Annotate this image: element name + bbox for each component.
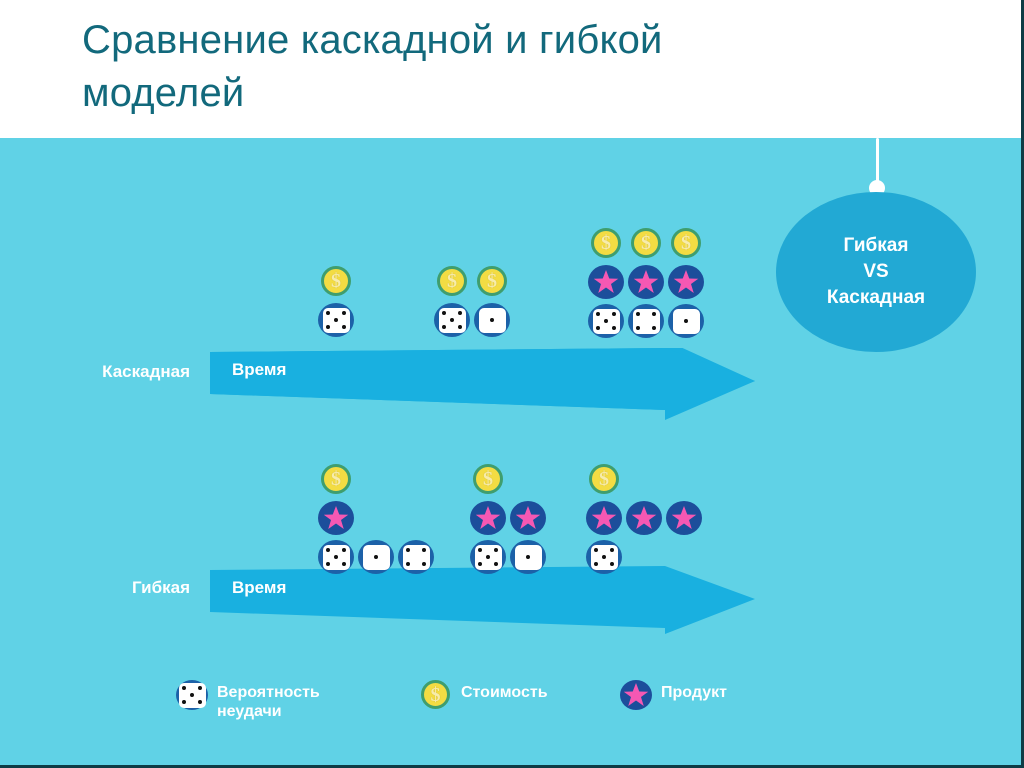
coin-icon <box>666 224 704 262</box>
dice-icon <box>666 302 704 340</box>
icon-group-waterfall-3 <box>586 224 704 340</box>
coin-icon <box>586 224 624 262</box>
time-arrow-agile: Время <box>210 566 755 638</box>
icon-row <box>586 302 704 340</box>
legend-item-failure-probability: Вероятность неудачи <box>176 680 320 721</box>
time-arrow-shape <box>210 566 755 634</box>
dice-icon <box>316 538 354 576</box>
star-icon <box>626 263 664 301</box>
vs-badge-line1: Гибкая <box>843 234 909 256</box>
legend: Вероятность неудачи Стоимость Продукт <box>0 672 1021 742</box>
icon-row <box>584 538 702 576</box>
coin-icon <box>626 224 664 262</box>
star-icon <box>664 499 702 537</box>
icon-group-agile-1 <box>316 460 434 576</box>
coin-icon <box>468 460 506 498</box>
page-title: Сравнение каскадной и гибкой моделей <box>82 18 663 115</box>
time-arrow-label-agile: Время <box>232 578 287 597</box>
dice-icon <box>626 302 664 340</box>
dice-icon <box>586 302 624 340</box>
dice-icon <box>584 538 622 576</box>
time-arrow-label-waterfall: Время <box>232 360 287 379</box>
icon-row <box>316 262 354 300</box>
vs-badge-line2: VS <box>863 260 889 282</box>
legend-label: Продукт <box>661 684 727 701</box>
dice-icon <box>396 538 434 576</box>
star-icon <box>620 680 652 710</box>
icon-row <box>316 538 434 576</box>
dice-icon <box>472 301 510 339</box>
coin-icon <box>432 262 470 300</box>
star-icon <box>624 499 662 537</box>
icon-row <box>468 460 546 498</box>
title-band: Сравнение каскадной и гибкой моделей <box>0 0 1021 138</box>
vs-badge-line3: Каскадная <box>826 287 926 309</box>
icon-group-waterfall-2 <box>432 262 510 339</box>
dice-icon <box>468 538 506 576</box>
dice-icon <box>356 538 394 576</box>
star-icon <box>586 263 624 301</box>
coin-icon <box>420 680 452 710</box>
legend-label: Стоимость <box>461 684 548 701</box>
dice-icon <box>316 301 354 339</box>
dice-icon <box>176 680 208 710</box>
coin-icon <box>584 460 622 498</box>
icon-row <box>316 460 434 498</box>
icon-row <box>468 499 546 537</box>
icon-row <box>432 262 510 300</box>
icon-group-waterfall-1 <box>316 262 354 339</box>
icon-row <box>586 224 704 262</box>
time-arrow-waterfall: Время <box>210 340 755 420</box>
icon-group-agile-3 <box>584 460 702 576</box>
star-icon <box>666 263 704 301</box>
vs-badge: Гибкая VS Каскадная <box>776 192 976 352</box>
star-icon <box>584 499 622 537</box>
dice-icon <box>508 538 546 576</box>
legend-item-cost: Стоимость <box>420 680 548 710</box>
coin-icon <box>472 262 510 300</box>
vs-connector-line <box>876 138 879 184</box>
icon-row <box>586 263 704 301</box>
track-label-waterfall: Каскадная <box>102 362 190 381</box>
icon-row <box>316 301 354 339</box>
coin-icon <box>316 460 354 498</box>
icon-row <box>316 499 434 537</box>
icon-group-agile-2 <box>468 460 546 576</box>
time-arrow-shape <box>210 340 755 420</box>
dice-icon <box>432 301 470 339</box>
icon-row <box>468 538 546 576</box>
coin-icon <box>316 262 354 300</box>
star-icon <box>468 499 506 537</box>
star-icon <box>508 499 546 537</box>
star-icon <box>316 499 354 537</box>
legend-item-product: Продукт <box>620 680 727 710</box>
track-label-agile: Гибкая <box>131 578 190 597</box>
legend-label: Вероятность неудачи <box>217 684 320 721</box>
icon-row <box>584 460 702 498</box>
icon-row <box>584 499 702 537</box>
icon-row <box>432 301 510 339</box>
